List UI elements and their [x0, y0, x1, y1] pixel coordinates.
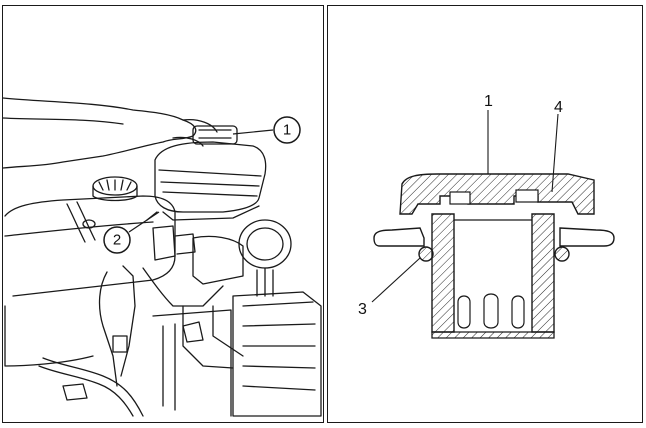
- engine-illustration-panel: 1 2: [2, 5, 324, 423]
- fuel-hose: [42, 357, 144, 417]
- label-3: 3: [358, 301, 367, 318]
- element-wall-right: [531, 213, 555, 333]
- cap-section: [399, 173, 595, 215]
- label-1: 1: [484, 93, 493, 110]
- cross-section-drawing: 1 4 3: [358, 93, 615, 339]
- hand-outline: [3, 97, 197, 169]
- cross-section-panel: 1 4 3: [327, 5, 643, 423]
- callout-1: 1: [232, 116, 301, 144]
- callout-2: 2: [103, 211, 160, 254]
- callout-1-label: 1: [283, 122, 291, 139]
- label-4: 4: [554, 99, 563, 116]
- element-wall-left: [431, 213, 455, 333]
- engine-illustration: 1 2: [3, 97, 322, 417]
- air-cleaner-cover: [154, 141, 267, 213]
- seal-ring-right: [554, 246, 570, 262]
- engine-block: [232, 291, 322, 417]
- element-bottom: [431, 331, 555, 339]
- callout-2-label: 2: [113, 232, 121, 249]
- fuel-tank: [4, 195, 176, 297]
- leader-lines: [371, 110, 559, 303]
- flange: [373, 227, 425, 247]
- seal-ring-left: [418, 246, 434, 262]
